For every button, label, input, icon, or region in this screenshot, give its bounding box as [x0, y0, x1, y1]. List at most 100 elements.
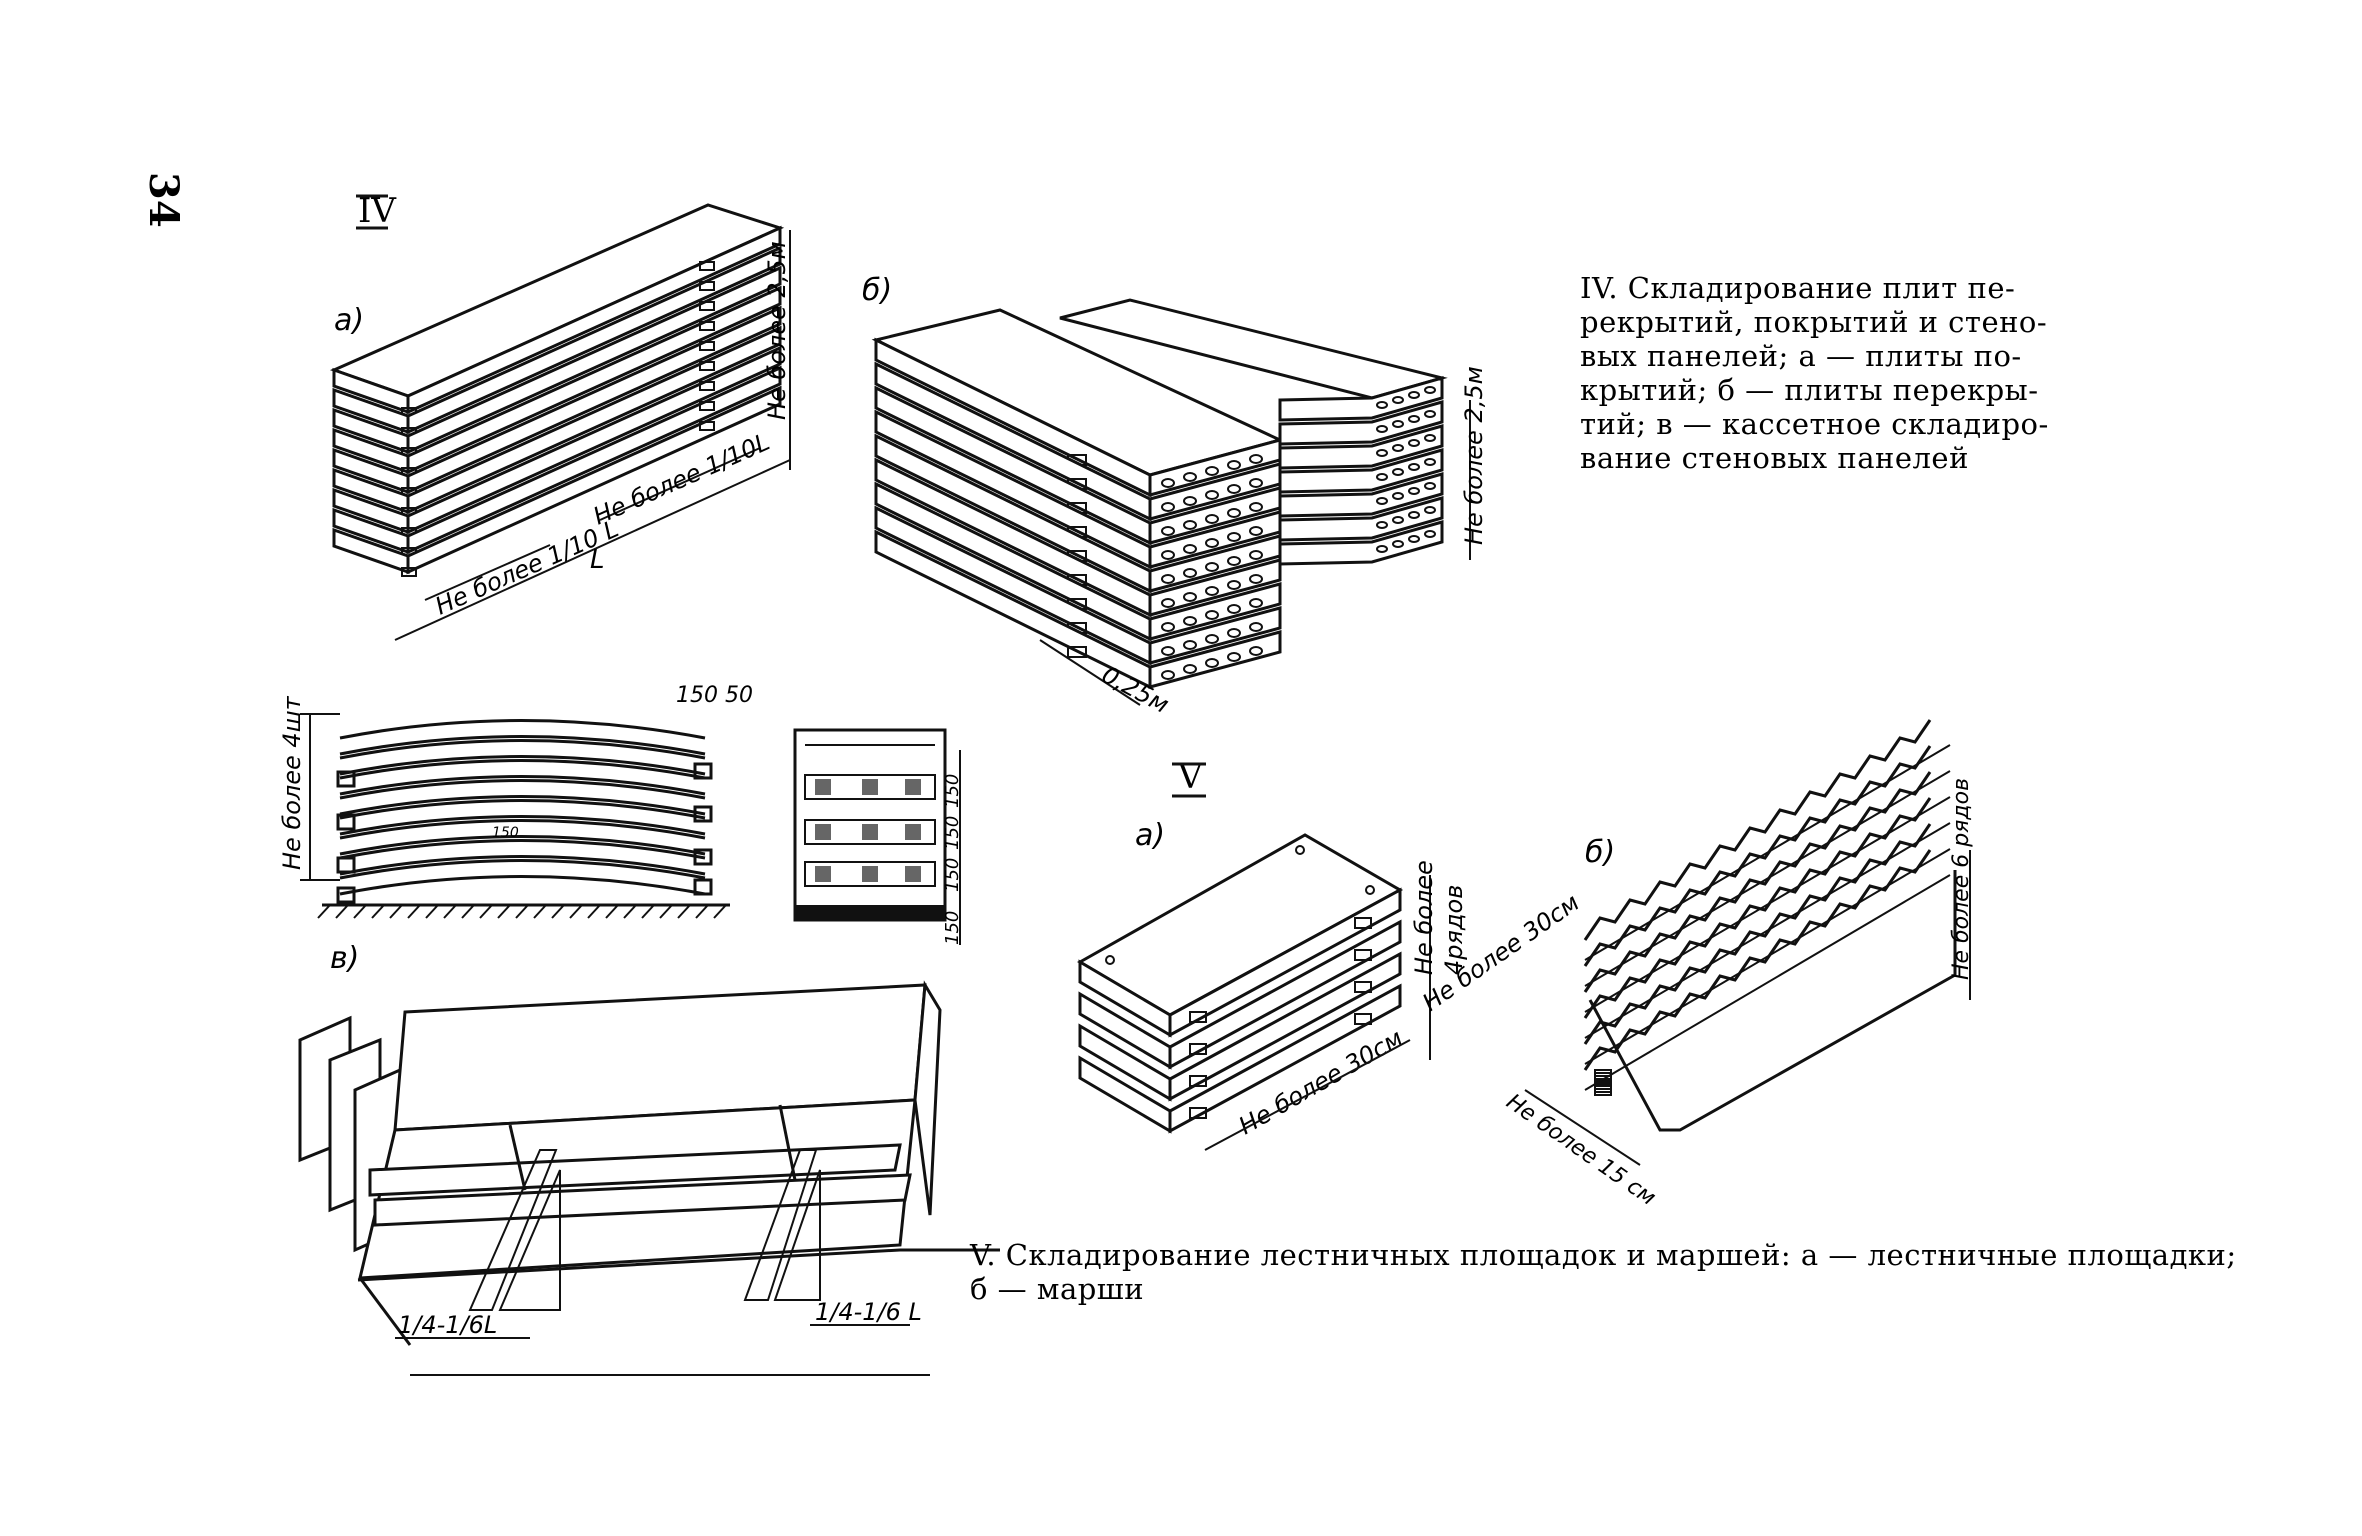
detail-section-dim: 150 — [942, 858, 963, 892]
slab-hole — [1249, 574, 1263, 584]
section-iv-caption: IV. Складирование плит пе- рекрытий, пок… — [1580, 271, 2048, 475]
slab-hole — [1205, 610, 1219, 620]
slab-hole — [1227, 556, 1241, 566]
slab-hole — [1183, 472, 1197, 482]
slab-hole — [1408, 487, 1420, 495]
ground-hatch-line — [551, 904, 565, 919]
spacer-block — [693, 848, 713, 866]
stair-flight-profile — [1583, 849, 1932, 1071]
figure-v-a: а) Не более 4рядов Не более 30см Не боле… — [1076, 818, 1584, 1151]
floor-slab-back — [1278, 520, 1444, 566]
section-row — [804, 774, 936, 800]
slab-hole — [1249, 526, 1263, 536]
ground-hatch-line — [353, 904, 367, 919]
slab-hole — [1183, 664, 1197, 674]
slab-hole — [1376, 545, 1388, 553]
slab-hole — [1161, 502, 1175, 512]
ground-hatch-line — [659, 904, 673, 919]
page-number: 34 — [140, 172, 187, 228]
curved-slab-bottom — [339, 755, 706, 776]
slab-edge-side — [406, 385, 782, 575]
detail-curved-inner-mark: 150 — [492, 825, 519, 841]
section-hatch — [862, 779, 878, 795]
detail-curved-slabs: Не более 4шт 150 50 150 — [278, 683, 753, 919]
slab-hole — [1183, 496, 1197, 506]
slab-hole — [1205, 562, 1219, 572]
slab-hole — [1376, 497, 1388, 505]
ground-hatch-line — [407, 904, 421, 919]
slab-hole — [1249, 550, 1263, 560]
slab-hole — [1249, 622, 1263, 632]
slab-hole — [1161, 574, 1175, 584]
slab-hole — [1392, 444, 1404, 452]
figure-v-a-dim-rows-2: 4рядов — [1440, 885, 1468, 975]
slab-hole — [1376, 449, 1388, 457]
landing-front — [1168, 887, 1402, 1038]
detail-section-dim: 150 — [942, 774, 963, 808]
stair-flight-profile — [1583, 745, 1932, 967]
slab-edge-side — [406, 305, 782, 495]
slab-hole — [1205, 466, 1219, 476]
figure-iv-v-dim-right: 1/4-1/6 L — [815, 1298, 922, 1326]
figure-iv-a-letter: а) — [334, 303, 364, 338]
spacer-block — [336, 886, 356, 904]
spacer-block — [699, 301, 715, 311]
slab-hole — [1408, 463, 1420, 471]
ground-hatch-line — [317, 904, 331, 919]
section-iv-caption-line: крытий; б — плиты перекры- — [1580, 373, 2039, 407]
ground-hatch-line — [623, 904, 637, 919]
figure-iv-v: в) 1/4-1/6L 1/4-1/6 L — [298, 941, 1000, 1376]
section-v-caption: V. Складирование лестничных площадок и м… — [969, 1238, 2237, 1306]
figure-iv-b: б) Не более 2,5м 0,25м — [862, 273, 1488, 719]
section-v-caption-line: V. Складирование лестничных площадок и м… — [969, 1238, 2237, 1272]
ground-hatch-line — [569, 904, 583, 919]
figure-v-a-dim-rows-1: Не более — [1410, 860, 1438, 975]
slab-hole — [1424, 530, 1436, 538]
floor-slab-back — [1278, 496, 1444, 542]
slab-hole — [1205, 658, 1219, 668]
ground-hatch-line — [371, 904, 385, 919]
ground-hatch-line — [695, 904, 709, 919]
spacer-block — [1189, 1107, 1207, 1119]
slab-hole — [1376, 401, 1388, 409]
lifting-hole — [1365, 885, 1375, 895]
figure-v-b: б) Не более 6 рядов Не более 15 см — [1502, 719, 1974, 1211]
stack-outline — [1588, 870, 1957, 1132]
slab-hole — [1408, 391, 1420, 399]
slab-hole — [1183, 592, 1197, 602]
ground-hatch-line — [425, 904, 439, 919]
figure-v-b-letter: б) — [1585, 835, 1615, 870]
ground-hatch-line — [605, 904, 619, 919]
slab-hole — [1249, 646, 1263, 656]
curved-slab-top — [339, 719, 706, 740]
spacer-block — [1067, 646, 1087, 658]
slab-hole — [1227, 484, 1241, 494]
slab-edge-side — [406, 285, 782, 475]
curved-slab-top — [339, 839, 706, 860]
detail-section-dim: 150 — [942, 816, 963, 850]
slab-hole — [1392, 396, 1404, 404]
slab-hole — [1376, 425, 1388, 433]
curved-slab-top — [339, 859, 706, 880]
figure-iv-v-letter: в) — [330, 941, 359, 976]
floor-slab-back — [1278, 424, 1444, 470]
spacer-block — [693, 805, 713, 823]
slab-hole — [1161, 598, 1175, 608]
slab-hole — [1376, 473, 1388, 481]
landing-front — [1168, 951, 1402, 1102]
ground-hatch-line — [533, 904, 547, 919]
figure-v-b-dim-rows: Не более 6 рядов — [1949, 778, 1974, 980]
ground-hatch-line — [641, 904, 655, 919]
section-hatch — [862, 824, 878, 840]
slab-edge-side — [406, 325, 782, 515]
slab-hole — [1392, 540, 1404, 548]
slab-hole — [1424, 434, 1436, 442]
slab-hole — [1205, 586, 1219, 596]
curved-slab-bottom — [339, 735, 706, 756]
slab-edge-side — [406, 225, 782, 415]
spacer-block — [1354, 949, 1372, 961]
spacer-block — [336, 856, 356, 874]
floor-slab-back — [1278, 376, 1444, 422]
spacer-block — [699, 361, 715, 371]
section-iv-caption-line: IV. Складирование плит пе- — [1580, 271, 2015, 305]
